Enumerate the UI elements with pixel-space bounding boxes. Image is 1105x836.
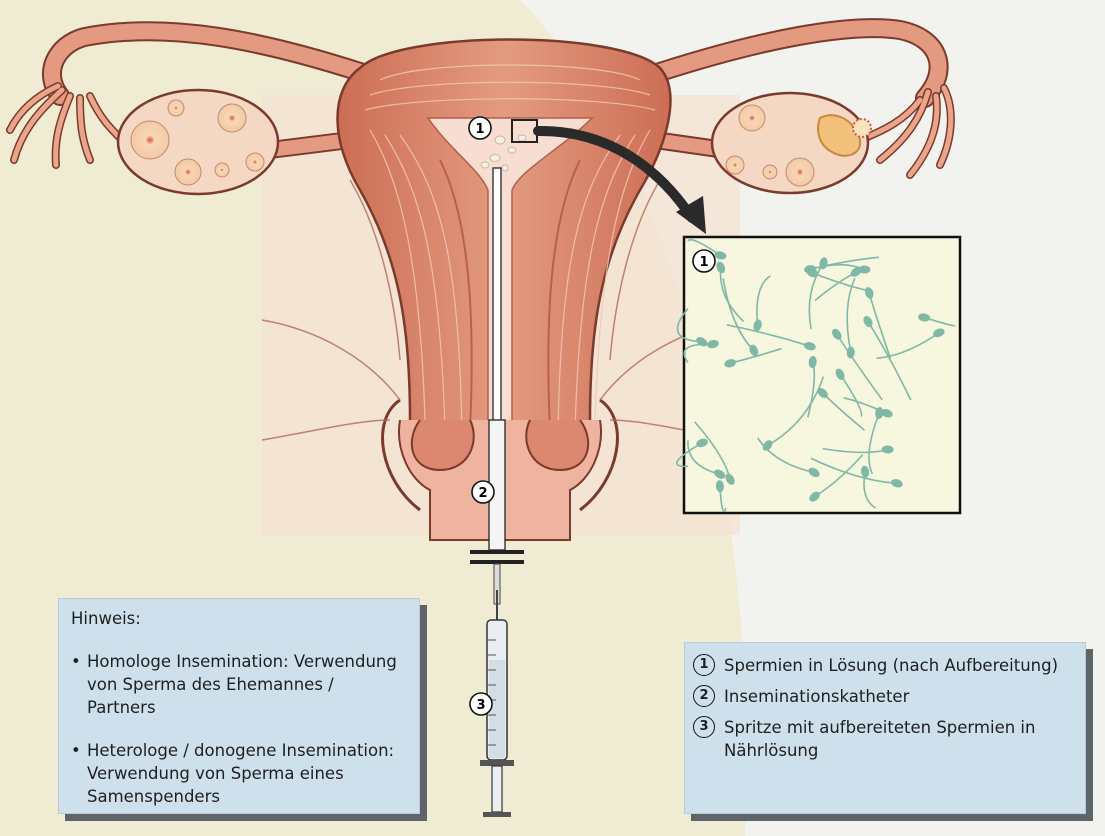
sperm-tail <box>846 277 856 353</box>
sperm-tail <box>757 437 815 474</box>
sperm-head <box>715 480 724 493</box>
sperm-head <box>808 356 817 369</box>
sperm-tail <box>726 324 811 347</box>
ovary-right <box>710 91 872 195</box>
sperm-tail <box>868 412 880 475</box>
sperm-head <box>863 316 873 328</box>
sperm-head <box>918 313 931 322</box>
sperm-head <box>850 267 862 277</box>
marker-1: 1 <box>468 116 492 140</box>
note-item-text: Heterologe / donogene Insemination: Verw… <box>87 741 395 806</box>
sperm-head <box>832 328 842 340</box>
sperm-tail <box>756 275 771 326</box>
sperm-head <box>724 359 737 368</box>
sperm-head <box>933 328 945 338</box>
sperm-head <box>881 409 893 418</box>
sperm-head <box>858 265 871 274</box>
sperm-head <box>804 265 817 274</box>
sperm-head <box>753 319 762 332</box>
sperm-tail <box>683 343 713 364</box>
sperm-head <box>714 469 726 479</box>
sperm-head <box>875 407 884 419</box>
sperm-head <box>817 388 828 398</box>
sperm-head <box>808 467 820 478</box>
sperm-tail <box>767 376 825 447</box>
marker-3-label: 3 <box>476 698 485 713</box>
note-item-heterologous: • Heterologe / donogene Insemination: Ve… <box>71 739 407 808</box>
sperm-droplets <box>480 134 527 172</box>
syringe <box>480 590 514 817</box>
legend-box: 1 Spermien in Lösung (nach Aufbereitung)… <box>684 642 1086 814</box>
zoom-arrow-head <box>676 196 706 234</box>
sperm-tail <box>836 333 883 401</box>
sperm-head <box>725 473 735 485</box>
legend-number-2: 2 <box>693 685 715 707</box>
legend-item-1: 1 Spermien in Lösung (nach Aufbereitung) <box>693 654 1077 677</box>
uterus <box>336 38 672 494</box>
fallopian-tube-right <box>650 18 955 179</box>
sperm-head <box>881 445 894 454</box>
sperm-head <box>809 491 820 502</box>
note-item-text: Homologe Insemination: Verwendung von Sp… <box>87 652 397 717</box>
inset-sperm-group <box>676 238 956 513</box>
sperm-tail <box>687 238 721 257</box>
note-box: Hinweis: • Homologe Insemination: Verwen… <box>58 598 420 814</box>
ovary-left <box>116 88 280 196</box>
ligament-left-fill <box>263 133 357 157</box>
legend-text-1: Spermien in Lösung (nach Aufbereitung) <box>724 656 1059 675</box>
sperm-head <box>714 251 727 260</box>
marker-3: 3 <box>469 692 493 716</box>
legend-number-3: 3 <box>693 716 715 738</box>
sperm-tail <box>808 262 825 330</box>
zoom-arrow <box>533 125 697 223</box>
marker-1-label: 1 <box>475 122 484 137</box>
insemination-catheter <box>470 167 524 605</box>
sperm-head <box>803 342 816 351</box>
sperm-head <box>696 438 708 448</box>
marker-1-inset: 1 <box>692 249 716 273</box>
sperm-head <box>890 479 903 488</box>
legend-number-1: 1 <box>693 654 715 676</box>
sperm-head <box>861 465 870 478</box>
sperm-head <box>835 368 845 380</box>
legend-item-3: 3 Spritze mit aufbereiteten Spermien in … <box>693 716 1077 762</box>
sperm-tail <box>722 278 755 351</box>
marker-2-label: 2 <box>478 486 487 501</box>
sperm-tail <box>809 256 880 271</box>
bullet-icon: • <box>71 652 81 671</box>
inset-magnification <box>682 235 962 515</box>
fallopian-tube-left <box>6 21 370 169</box>
legend-item-2: 2 Inseminationskatheter <box>693 685 1077 708</box>
sperm-head <box>864 287 874 299</box>
note-title: Hinweis: <box>71 609 141 628</box>
sperm-tail <box>676 442 703 468</box>
sperm-tail <box>810 457 897 485</box>
marker-1-inset-label: 1 <box>699 255 708 270</box>
sperm-tail <box>876 332 940 360</box>
legend-text-3: Spritze mit aufbereiteten Spermien in Nä… <box>724 718 1036 760</box>
bullet-icon: • <box>71 741 81 760</box>
sperm-head <box>707 339 719 349</box>
marker-2: 2 <box>471 480 495 504</box>
sperm-head <box>846 346 855 359</box>
sperm-head <box>749 344 759 357</box>
legend-text-2: Inseminationskatheter <box>724 687 910 706</box>
note-item-homologous: • Homologe Insemination: Verwendung von … <box>71 650 407 719</box>
sperm-head <box>716 261 726 274</box>
sperm-tail <box>676 307 702 343</box>
